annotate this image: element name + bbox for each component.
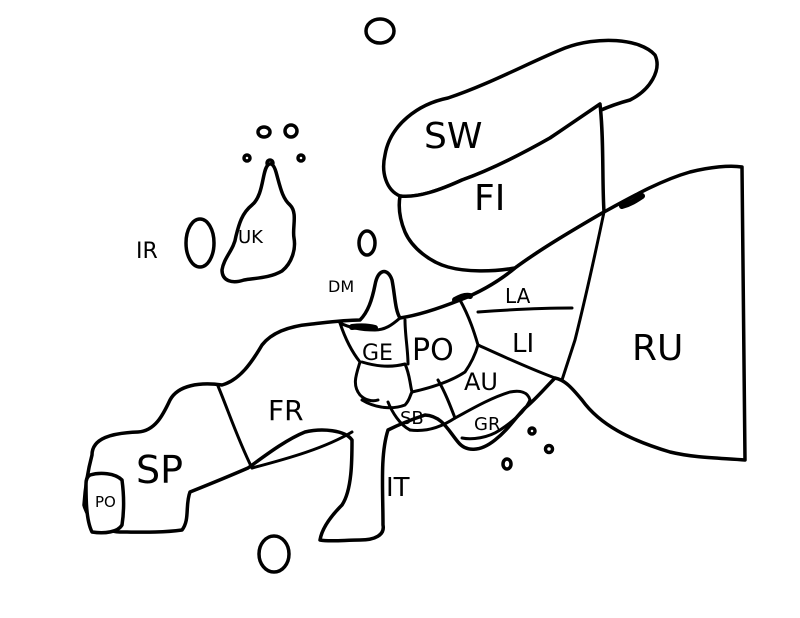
border-poland-austria	[410, 343, 480, 394]
great-britain-outline	[220, 162, 297, 284]
label-russia: RU	[632, 328, 683, 369]
label-sweden: SW	[424, 116, 482, 157]
border-serbia-italy	[386, 400, 412, 432]
island-dot-1	[242, 153, 252, 163]
label-lithuania: LI	[512, 329, 534, 359]
continent-outline	[82, 164, 747, 543]
border-latvia-lithuania	[476, 306, 574, 314]
label-latvia: LA	[505, 284, 531, 308]
island-shetland-2	[283, 123, 299, 139]
border-poland-baltic	[458, 298, 480, 347]
label-serbia: SB	[400, 408, 424, 429]
label-ireland: IR	[136, 239, 158, 264]
island-shetland-1	[256, 125, 272, 139]
border-serbia-greece	[408, 416, 457, 432]
label-portugal: PO	[95, 493, 116, 511]
accent-stroke-denmark	[349, 323, 378, 331]
island-aegean-1	[527, 426, 537, 436]
island-dot-3	[296, 153, 306, 163]
island-aegean-2	[543, 443, 555, 455]
border-germany-poland	[403, 318, 410, 366]
border-france-italy	[250, 430, 354, 470]
border-austria-balkans	[436, 378, 457, 420]
label-poland: PO	[412, 333, 454, 368]
border-greece-peninsula	[453, 389, 532, 441]
label-germany: GE	[362, 341, 393, 366]
border-germany-left	[338, 321, 380, 403]
label-uk: UK	[238, 227, 264, 248]
border-switzerland	[360, 390, 414, 410]
portugal-outline	[84, 471, 126, 535]
label-denmark: DM	[328, 277, 354, 296]
label-spain: SP	[136, 448, 183, 492]
label-italy: IT	[386, 473, 410, 503]
label-france: FR	[268, 394, 304, 427]
island-gotland	[357, 229, 377, 257]
accent-stroke-baltic	[452, 292, 473, 303]
label-finland: FI	[474, 178, 505, 219]
island-north	[364, 17, 396, 45]
island-sardinia	[257, 534, 291, 574]
accent-stroke-finland	[619, 193, 645, 209]
border-lithuania-south	[476, 343, 557, 380]
island-ireland	[184, 217, 216, 269]
island-crete	[501, 457, 513, 471]
border-russia-west	[560, 210, 606, 382]
border-germany-austria	[360, 360, 414, 394]
label-greece: GR	[474, 414, 500, 435]
label-austria: AU	[464, 368, 498, 396]
border-spain-france	[216, 384, 254, 470]
